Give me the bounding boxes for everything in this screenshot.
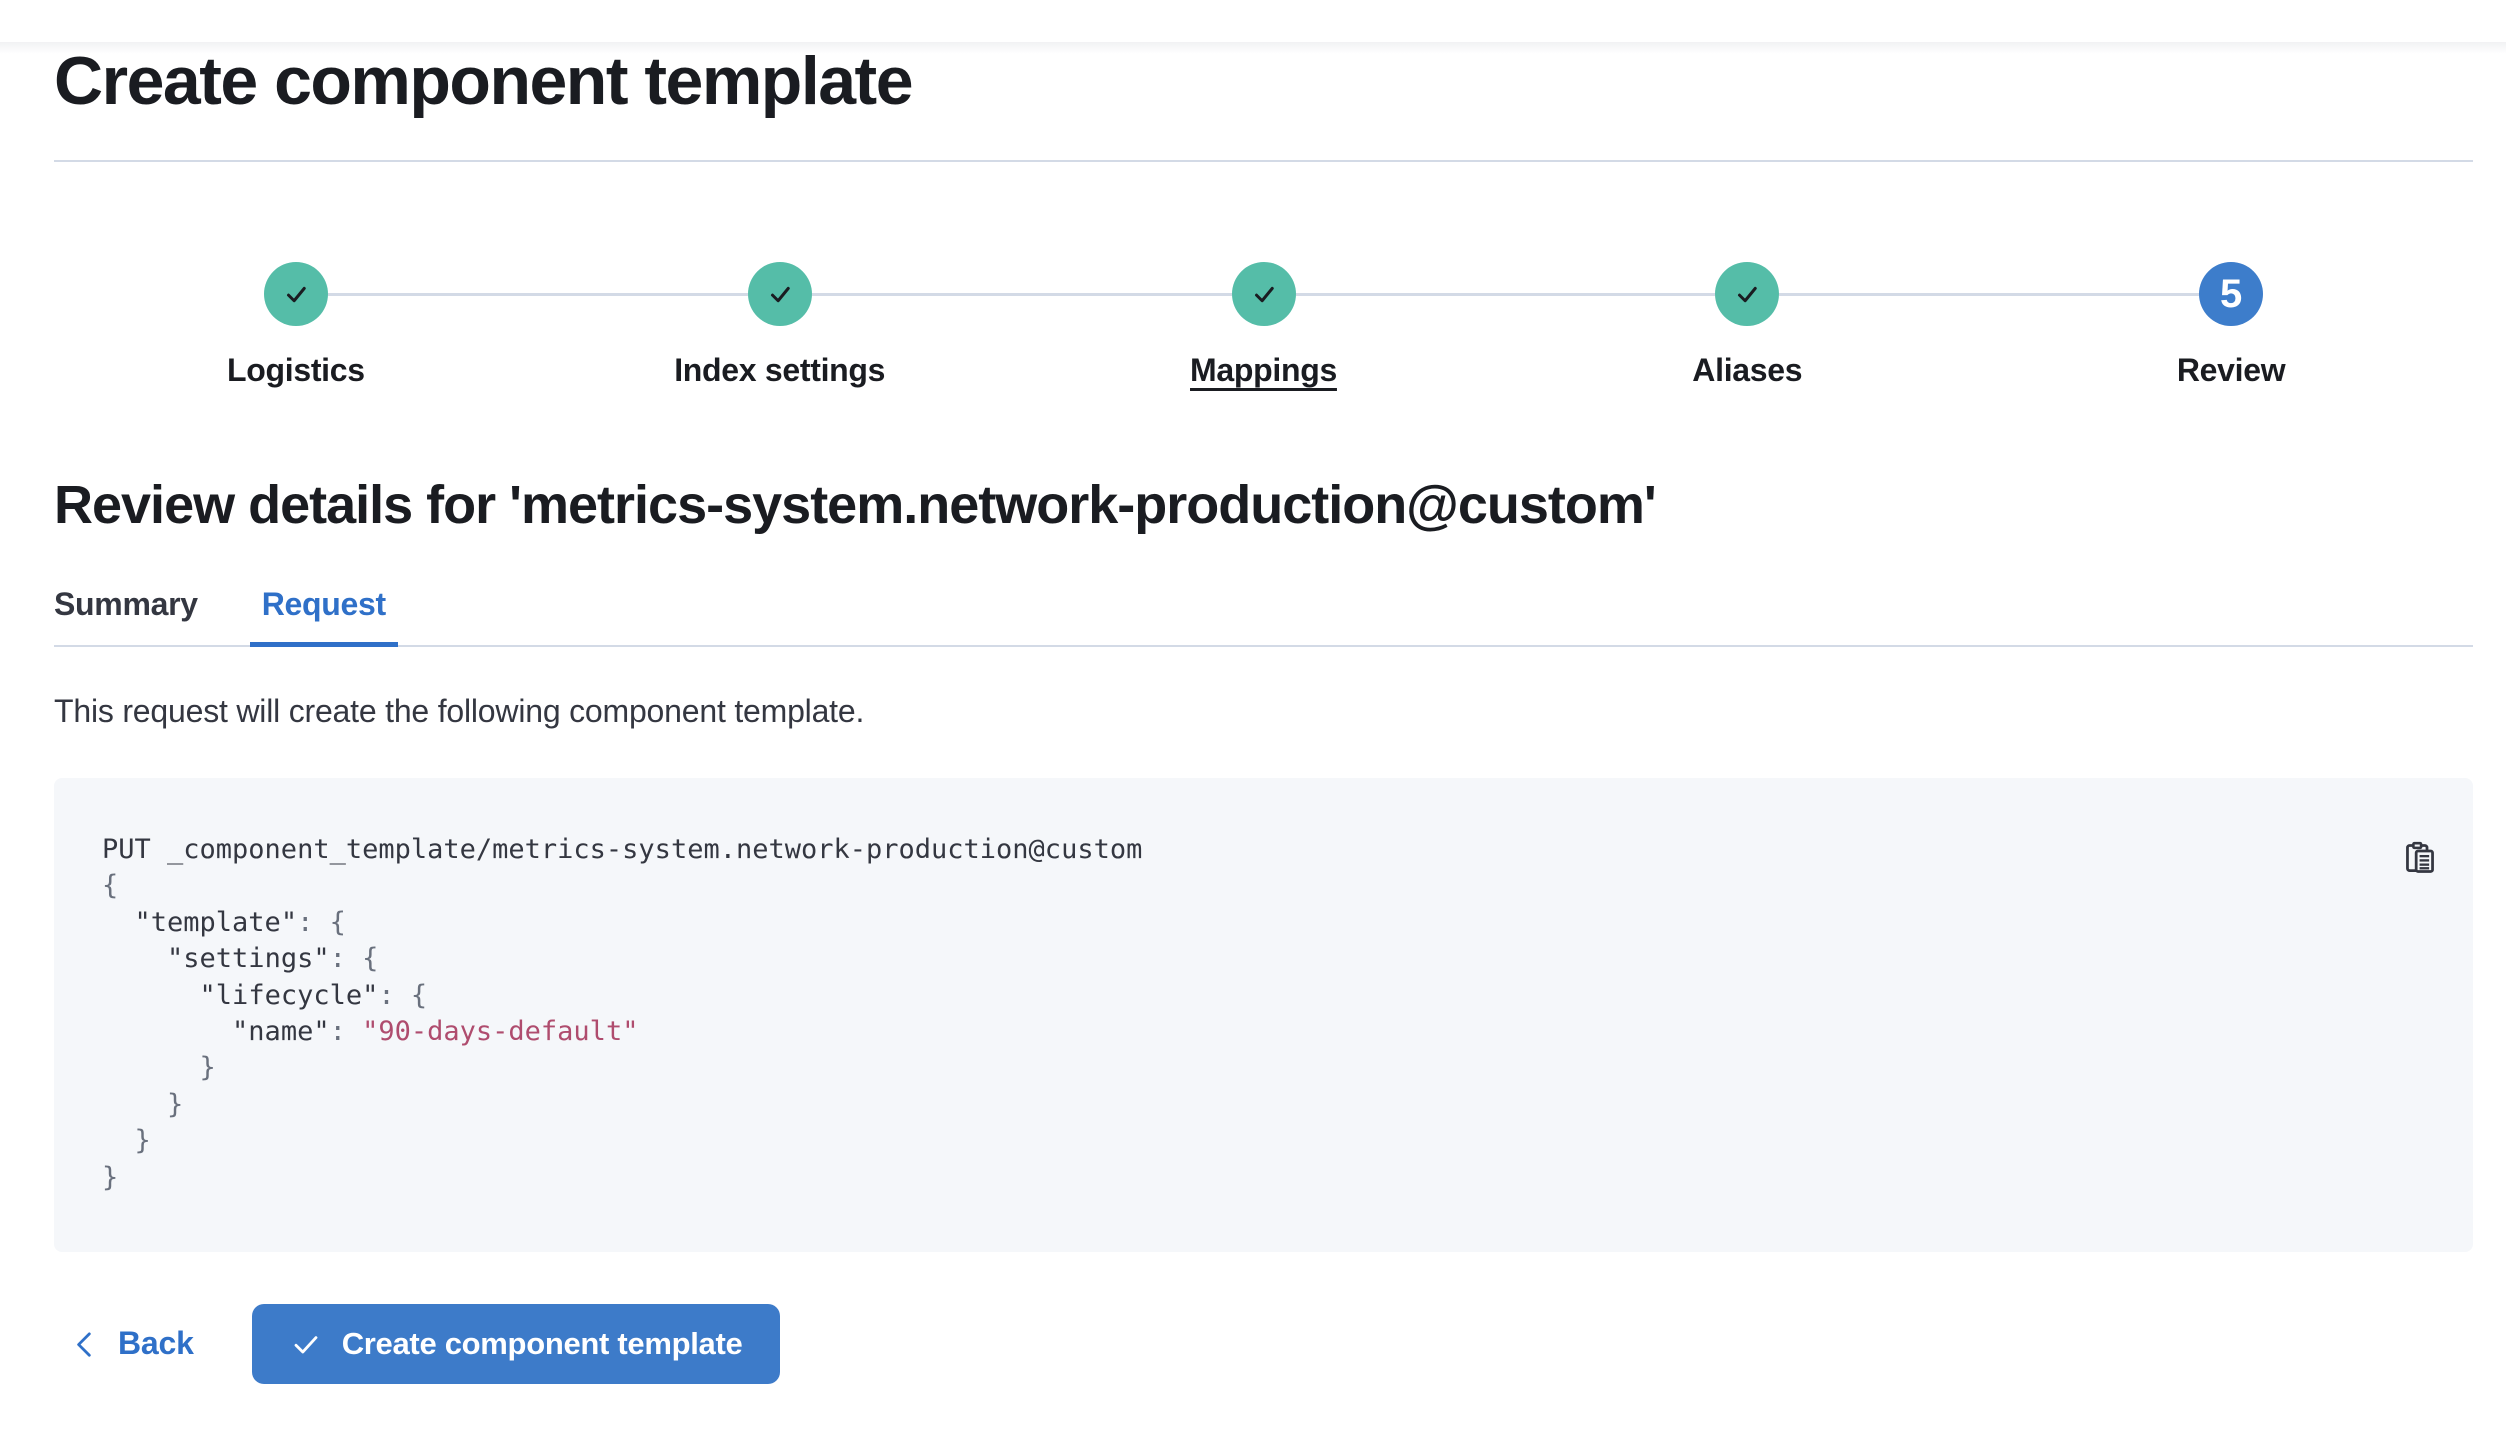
footer-actions: Back Create component template bbox=[54, 1303, 2473, 1384]
step-label: Aliases bbox=[1692, 352, 1803, 389]
step-connector bbox=[537, 262, 1022, 327]
step-label: Logistics bbox=[227, 352, 365, 389]
connector-line bbox=[1779, 292, 1990, 296]
code-line: } bbox=[102, 1161, 119, 1193]
step-circle bbox=[263, 262, 328, 327]
check-icon bbox=[294, 1336, 318, 1354]
step-circle bbox=[1715, 262, 1780, 327]
request-code-block: PUT _component_template/metrics-system.n… bbox=[54, 777, 2473, 1252]
step-circle bbox=[1231, 262, 1296, 327]
code-line: PUT _component_template/metrics-system.n… bbox=[102, 833, 1143, 865]
step-connector bbox=[1021, 262, 1506, 327]
check-icon bbox=[1254, 287, 1274, 303]
tab-request[interactable]: Request bbox=[249, 586, 399, 647]
check-icon bbox=[1738, 287, 1758, 303]
tab-summary[interactable]: Summary bbox=[42, 586, 210, 645]
check-icon bbox=[286, 287, 306, 303]
back-button-label: Back bbox=[118, 1325, 194, 1362]
stepper-step-mappings[interactable]: Mappings bbox=[1021, 262, 1506, 389]
code-line: } bbox=[102, 1052, 216, 1084]
copy-clipboard-icon bbox=[2406, 841, 2434, 873]
code-line: "settings": { bbox=[167, 943, 379, 975]
connector-line bbox=[537, 292, 748, 296]
step-label: Index settings bbox=[674, 352, 886, 389]
code-line: } bbox=[102, 1125, 151, 1157]
step-connector: 5 bbox=[1989, 262, 2473, 327]
copy-button[interactable] bbox=[2403, 840, 2437, 874]
connector-line bbox=[811, 292, 1022, 296]
step-circle: 5 bbox=[2199, 262, 2264, 327]
chevron-left-icon bbox=[77, 1332, 91, 1357]
code-content: PUT _component_template/metrics-system.n… bbox=[102, 832, 2353, 1196]
connector-line bbox=[1989, 292, 2200, 296]
check-icon bbox=[770, 287, 790, 303]
code-line: "lifecycle": { bbox=[199, 979, 428, 1011]
code-line: { bbox=[102, 870, 119, 902]
stepper-step-aliases[interactable]: Aliases bbox=[1505, 262, 1990, 389]
connector-line bbox=[1295, 292, 1506, 296]
step-label: Review bbox=[2176, 352, 2286, 389]
back-button[interactable]: Back bbox=[70, 1325, 194, 1362]
stepper-step-index-settings[interactable]: Index settings bbox=[537, 262, 1022, 389]
code-line: "name": "90-days-default" bbox=[232, 1015, 639, 1047]
stepper-step-logistics[interactable]: Logistics bbox=[54, 262, 538, 389]
step-connector bbox=[1505, 262, 1990, 327]
step-connector bbox=[54, 262, 538, 327]
header-divider bbox=[54, 160, 2473, 163]
step-circle bbox=[747, 262, 812, 327]
create-button-label: Create component template bbox=[341, 1325, 743, 1361]
create-component-template-page: Create component template Logistics Index… bbox=[0, 42, 2506, 1384]
request-description: This request will create the following c… bbox=[54, 692, 865, 729]
code-line: "template": { bbox=[134, 906, 346, 938]
create-component-template-button[interactable]: Create component template bbox=[251, 1303, 781, 1384]
review-heading: Review details for 'metrics-system.netwo… bbox=[54, 475, 1657, 536]
connector-line bbox=[327, 292, 538, 296]
step-number: 5 bbox=[2219, 271, 2243, 316]
page-title: Create component template bbox=[54, 43, 914, 119]
connector-line bbox=[1021, 292, 1232, 296]
step-label: Mappings bbox=[1190, 352, 1337, 389]
code-line: } bbox=[102, 1088, 184, 1120]
connector-line bbox=[1505, 292, 1716, 296]
